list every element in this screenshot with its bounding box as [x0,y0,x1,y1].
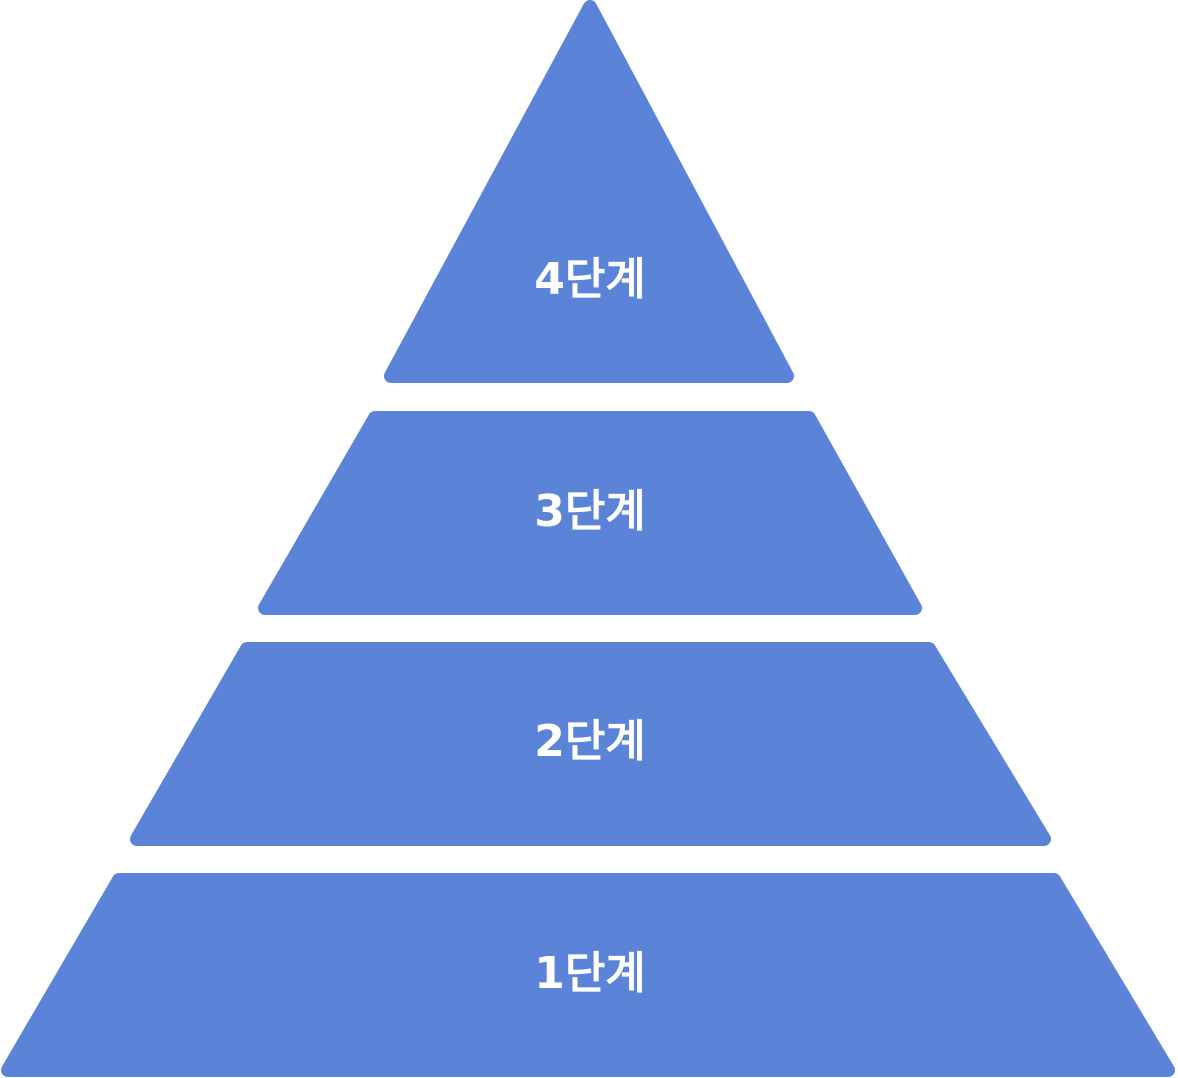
tier-2-shape [130,642,1051,846]
tier-3: 3단계 [258,411,922,615]
tier-2-label: 2단계 [534,716,646,767]
tier-4-shape [384,0,794,383]
tier-1: 1단계 [1,873,1175,1077]
tier-4: 4단계 [384,0,794,383]
tier-1-label: 1단계 [534,948,646,999]
tier-3-label: 3단계 [534,486,646,537]
tier-3-shape [258,411,922,615]
tier-1-shape [1,873,1175,1077]
tier-4-label: 4단계 [534,254,646,305]
tier-2: 2단계 [130,642,1051,846]
